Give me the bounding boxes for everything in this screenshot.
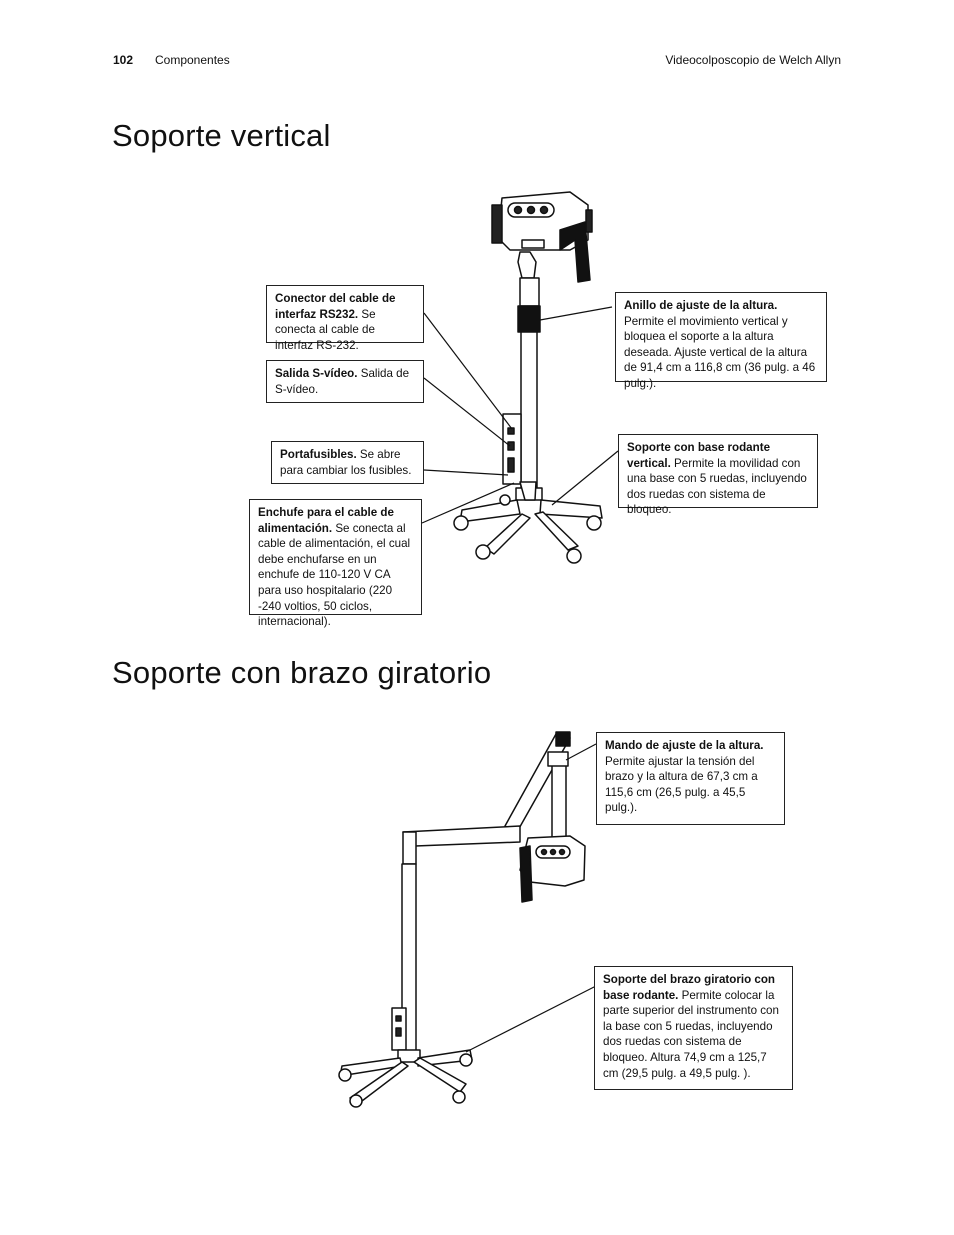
section-title-vertical-stand: Soporte vertical — [112, 118, 331, 153]
callout-label: Salida S-vídeo. — [275, 367, 358, 380]
section-name: Componentes — [155, 53, 230, 67]
callout-power-plug: Enchufe para el cable de alimentación. S… — [249, 499, 422, 628]
callout-label: Portafusibles. — [280, 448, 357, 461]
callout-label: Mando de ajuste de la altura. — [605, 739, 764, 752]
book-title: Videocolposcopio de Welch Allyn — [665, 53, 841, 67]
callout-text: Salida de S-vídeo. — [275, 367, 410, 396]
callout-text: Permite la movilidad con una base con 5 … — [627, 456, 807, 517]
callout-swing-arm-base: Soporte del brazo giratorio con base rod… — [594, 966, 793, 1090]
callout-label: Enchufe para el cable de alimentación. — [258, 506, 394, 535]
callout-svideo-output: Salida S-vídeo. Salida de S-vídeo. — [266, 360, 424, 403]
section-title-swing-arm-stand: Soporte con brazo giratorio — [112, 655, 492, 690]
callout-height-ring: Anillo de ajuste de la altura. Permite e… — [615, 292, 827, 390]
callout-height-knob: Mando de ajuste de la altura. Permite aj… — [596, 732, 785, 825]
callout-text: Permite ajustar la tensión del brazo y l… — [605, 754, 758, 815]
callout-label: Conector del cable de interfaz RS232. — [275, 292, 396, 321]
callout-fuse-holder: Portafusibles. Se abre para cambiar los … — [271, 441, 424, 484]
callout-rs232-connector: Conector del cable de interfaz RS232. Se… — [266, 285, 424, 352]
callout-text: Permite colocar la parte superior del in… — [603, 988, 779, 1080]
page-number: 102 — [113, 53, 134, 67]
callout-label: Soporte con base rodante vertical. — [627, 441, 771, 470]
callout-text: Permite el movimiento vertical y bloquea… — [624, 314, 816, 390]
callout-text: Se conecta al cable de alimentación, el … — [258, 521, 411, 629]
callout-text: Se conecta al cable de interfaz RS-232. — [275, 307, 376, 352]
leader-lines — [421, 306, 619, 1053]
vertical-stand-illustration — [453, 191, 603, 564]
callout-rolling-base: Soporte con base rodante vertical. Permi… — [618, 434, 818, 516]
callout-text: Se abre para cambiar los fusibles. — [280, 448, 412, 477]
callout-label: Soporte del brazo giratorio con base rod… — [603, 973, 775, 1002]
callout-label: Anillo de ajuste de la altura. — [624, 299, 778, 312]
swing-arm-stand-illustration — [338, 731, 586, 1108]
